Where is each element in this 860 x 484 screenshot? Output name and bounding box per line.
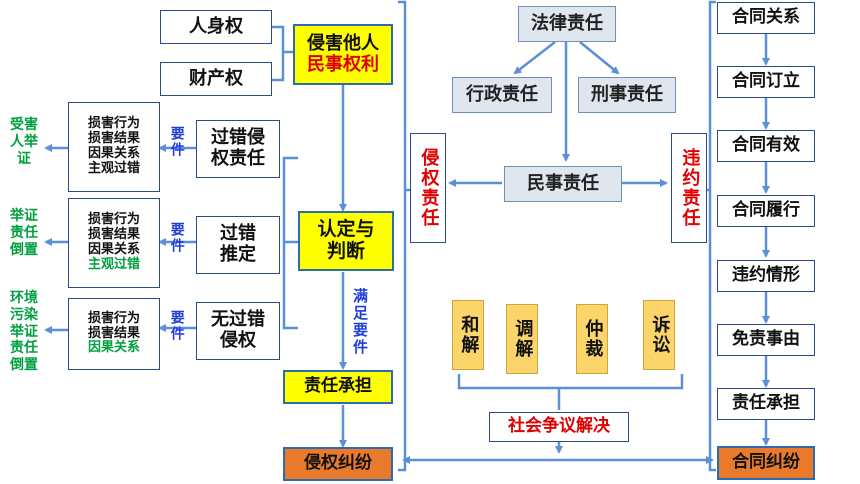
list-item: 损害结果 — [87, 131, 140, 147]
contract-step: 合同关系 — [717, 2, 815, 34]
admin-liability-box: 行政责任 — [452, 77, 552, 113]
fault-title-line2: 权责任 — [211, 148, 265, 169]
criminal-liability-box: 刑事责任 — [578, 77, 676, 113]
civil-liability-box: 民事责任 — [504, 166, 622, 202]
nofault-title-line1: 无过错 — [211, 309, 265, 331]
tort-liability-box: 侵权责任 — [410, 133, 446, 243]
list-item: 因果关系 — [87, 146, 140, 161]
list-item: 主观过错 — [87, 256, 140, 272]
list-item: 损害结果 — [87, 325, 140, 341]
judgment-box: 认定与 判断 — [298, 211, 394, 271]
presumed-title-line1: 过错 — [220, 223, 256, 245]
contract-step: 违约情形 — [717, 260, 815, 292]
contract-step: 免责事由 — [717, 324, 815, 356]
judgment-line2: 判断 — [326, 240, 365, 262]
presumed-items-list: 损害行为 损害结果 因果关系 主观过错 — [68, 198, 160, 288]
contract-step: 合同订立 — [717, 66, 815, 98]
nofault-box: 无过错 侵权 — [196, 302, 280, 360]
bear-liability-box: 责任承担 — [283, 370, 393, 404]
dispute-resolution-box: 社会争议解决 — [489, 412, 629, 442]
infringe-line1: 侵害他人 — [307, 32, 379, 54]
list-item: 损害行为 — [87, 310, 140, 326]
presumed-title-line2: 推定 — [220, 244, 256, 265]
list-item: 因果关系 — [87, 242, 140, 257]
contract-dispute-box: 合同纠纷 — [717, 446, 815, 480]
fault-liability-box: 过错侵 权责任 — [196, 120, 280, 178]
contract-step: 责任承担 — [717, 388, 815, 420]
fault-items-list: 损害行为 损害结果 因果关系 主观过错 — [68, 102, 160, 192]
list-item: 损害行为 — [87, 116, 140, 132]
infringe-line2: 民事权利 — [307, 53, 379, 75]
property-rights-box: 财产权 — [160, 62, 272, 96]
list-item: 因果关系 — [87, 340, 140, 356]
fault-requirement-label: 要件 — [168, 126, 185, 158]
contract-step: 合同有效 — [717, 130, 815, 162]
fault-title-line1: 过错侵 — [211, 127, 265, 149]
list-item: 主观过错 — [87, 160, 140, 176]
breach-liability-box: 违约责任 — [671, 133, 707, 243]
presumed-side-label: 举证责任倒置 — [10, 208, 38, 258]
presumed-fault-box: 过错 推定 — [196, 216, 280, 274]
nofault-items-list: 损害行为 损害结果 因果关系 — [68, 298, 160, 370]
nofault-requirement-label: 要件 — [168, 310, 185, 342]
nofault-side-label: 环境污染举证责任倒置 — [10, 290, 38, 374]
personal-rights-box: 人身权 — [160, 10, 272, 44]
infringe-rights-box: 侵害他人 民事权利 — [293, 24, 393, 85]
conditions-met-label: 满足要件 — [351, 288, 369, 356]
litigation-method: 诉讼 — [643, 300, 675, 370]
judgment-line1: 认定与 — [317, 218, 375, 241]
legal-liability-box: 法律责任 — [518, 6, 616, 42]
list-item: 损害行为 — [87, 212, 140, 228]
nofault-title-line2: 侵权 — [220, 330, 256, 351]
arbitration-method: 仲裁 — [576, 304, 608, 374]
presumed-requirement-label: 要件 — [168, 222, 185, 254]
settlement-method: 和解 — [452, 300, 484, 370]
tort-dispute-box: 侵权纠纷 — [283, 447, 393, 481]
fault-side-label: 受害人举证 — [10, 117, 38, 167]
mediation-method: 调解 — [506, 304, 538, 374]
list-item: 损害结果 — [87, 227, 140, 243]
contract-step: 合同履行 — [717, 195, 815, 227]
